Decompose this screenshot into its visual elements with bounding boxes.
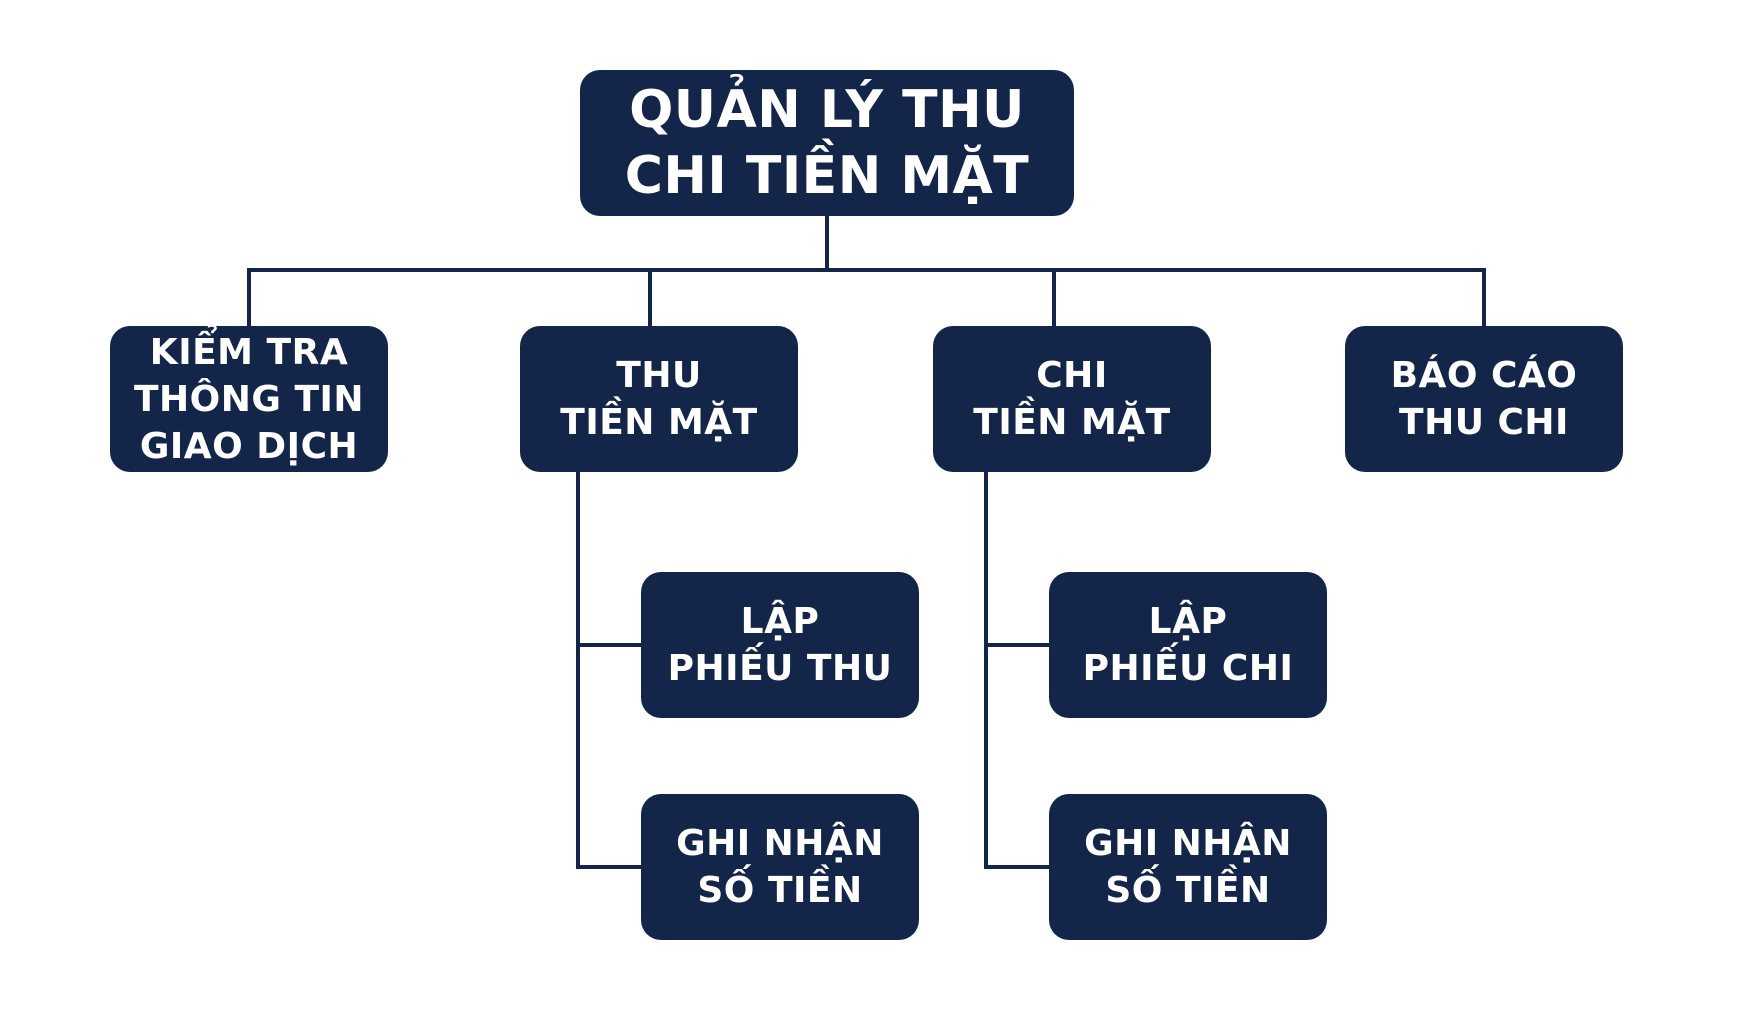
node-line-2: PHIẾU CHI [1082,648,1294,689]
node-line-2: THU CHI [1399,402,1569,443]
node-line-1: BÁO CÁO [1390,355,1578,396]
node-line-1: THU [616,355,702,396]
node-line-1: LẬP [1148,601,1228,642]
node-ghi-nhan-so-tien-chi: GHI NHẬN SỐ TIỀN [1049,794,1327,940]
node-ghi-nhan-so-tien-thu: GHI NHẬN SỐ TIỀN [641,794,919,940]
node-line-2: SỐ TIỀN [697,870,863,911]
node-line-2: TIỀN MẶT [973,402,1171,443]
node-line-1: LẬP [740,601,820,642]
node-line-3: GIAO DỊCH [139,425,359,467]
node-lap-phieu-chi: LẬP PHIẾU CHI [1049,572,1327,718]
root-node-line-2: CHI TIỀN MẶT [624,146,1030,206]
root-node-quan-ly-thu-chi: QUẢN LÝ THU CHI TIỀN MẶT [580,70,1074,216]
node-line-1: GHI NHẬN [676,823,884,864]
node-chi-tien-mat: CHI TIỀN MẶT [933,326,1211,472]
node-line-2: TIỀN MẶT [560,402,758,443]
node-line-2: THÔNG TIN [133,378,365,420]
root-node-line-1: QUẢN LÝ THU [629,80,1025,140]
node-line-1: GHI NHẬN [1084,823,1292,864]
node-line-2: SỐ TIỀN [1105,870,1271,911]
node-line-2: PHIẾU THU [667,648,893,689]
node-lap-phieu-thu: LẬP PHIẾU THU [641,572,919,718]
node-bao-cao-thu-chi: BÁO CÁO THU CHI [1345,326,1623,472]
node-line-1: CHI [1036,355,1108,396]
node-line-1: KIỂM TRA [149,331,349,373]
node-kiem-tra-thong-tin-giao-dich: KIỂM TRA THÔNG TIN GIAO DỊCH [110,326,388,472]
node-thu-tien-mat: THU TIỀN MẶT [520,326,798,472]
